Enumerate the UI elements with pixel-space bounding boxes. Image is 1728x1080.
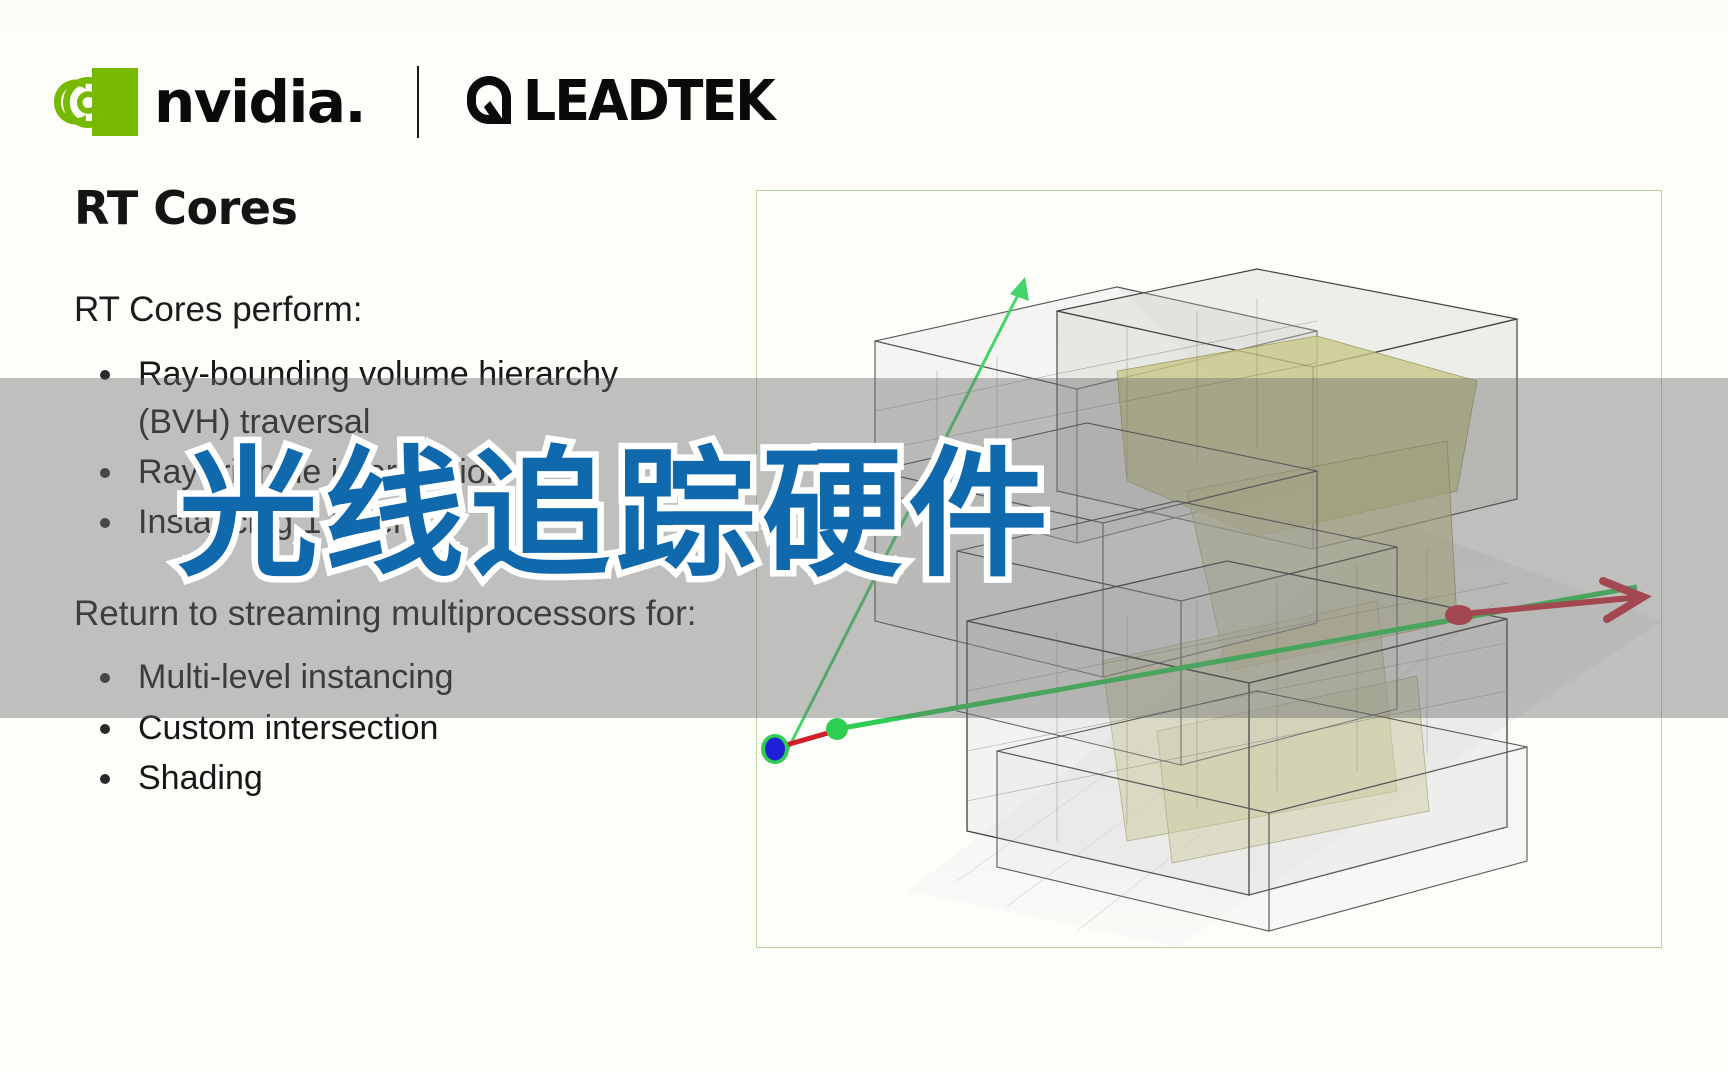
brand-logo-row: nvidia. LEADTEK <box>38 60 793 144</box>
bullet-dot-icon <box>100 723 110 734</box>
nvidia-wordmark: nvidia. <box>154 68 367 136</box>
page-title: RT Cores <box>74 181 298 235</box>
ray-exit-arrow <box>1470 577 1652 623</box>
list-item: Ray-triangle intersection <box>74 448 714 496</box>
list-item: Custom intersection <box>74 704 714 752</box>
nvidia-logo: nvidia. <box>38 66 367 138</box>
list-item-label: Custom intersection <box>138 708 439 747</box>
bullet-dot-icon <box>100 518 110 529</box>
logo-divider <box>417 66 420 138</box>
bullet-dot-icon <box>100 369 110 380</box>
top-band <box>0 0 1728 34</box>
lead-text-return: Return to streaming multiprocessors for: <box>74 593 697 633</box>
bvh-scene-graphic <box>761 268 1661 947</box>
bullet-dot-icon <box>100 468 110 479</box>
ray-hit-marker <box>1445 605 1473 625</box>
chinese-caption-overlay: 光线追踪硬件 <box>171 439 1054 592</box>
chinese-caption-text: 光线追踪硬件 <box>171 434 1055 597</box>
bvh-box-group-bottom <box>996 690 1528 932</box>
bvh-box-group-mid <box>874 422 1398 766</box>
bvh-visualization-panel <box>756 190 1662 948</box>
list-item: Multi-level instancing <box>74 653 714 701</box>
bottom-strip <box>0 1072 1728 1080</box>
bullet-dot-icon <box>100 673 110 684</box>
list-item-label: Ray-triangle intersection <box>138 453 505 492</box>
list-item: Shading <box>74 754 714 802</box>
leadtek-logo: LEADTEK <box>463 72 793 132</box>
leadtek-q-mark-icon <box>463 72 519 132</box>
ray-origin-green-node <box>826 718 848 740</box>
ray-origin-red-segment <box>778 728 836 750</box>
list-item: Ray-bounding volume hierarchy (BVH) trav… <box>74 350 714 447</box>
ray-origin-marker <box>761 734 789 764</box>
list-item-label: Shading <box>138 758 263 797</box>
nvidia-eye-icon <box>38 66 146 138</box>
bullet-list-return: Multi-level instancing Custom intersecti… <box>74 653 714 802</box>
slide-body: RT Cores RT Cores perform: Ray-bounding … <box>74 185 714 804</box>
leadtek-wordmark: LEADTEK <box>523 69 776 134</box>
list-item: Instancing 1 level <box>74 498 714 546</box>
bvh-inner-subdivisions <box>874 299 1508 841</box>
bvh-box-group-lower <box>966 560 1508 896</box>
list-item-label: Ray-bounding volume hierarchy (BVH) trav… <box>138 354 619 441</box>
secondary-ray-arrow <box>785 277 1029 752</box>
bullet-list-perform: Ray-bounding volume hierarchy (BVH) trav… <box>74 350 714 547</box>
bullet-dot-icon <box>100 773 110 784</box>
list-item-label: Multi-level instancing <box>138 658 454 697</box>
list-item-label: Instancing 1 level <box>138 503 401 542</box>
lead-text-perform: RT Cores perform: <box>74 290 363 329</box>
